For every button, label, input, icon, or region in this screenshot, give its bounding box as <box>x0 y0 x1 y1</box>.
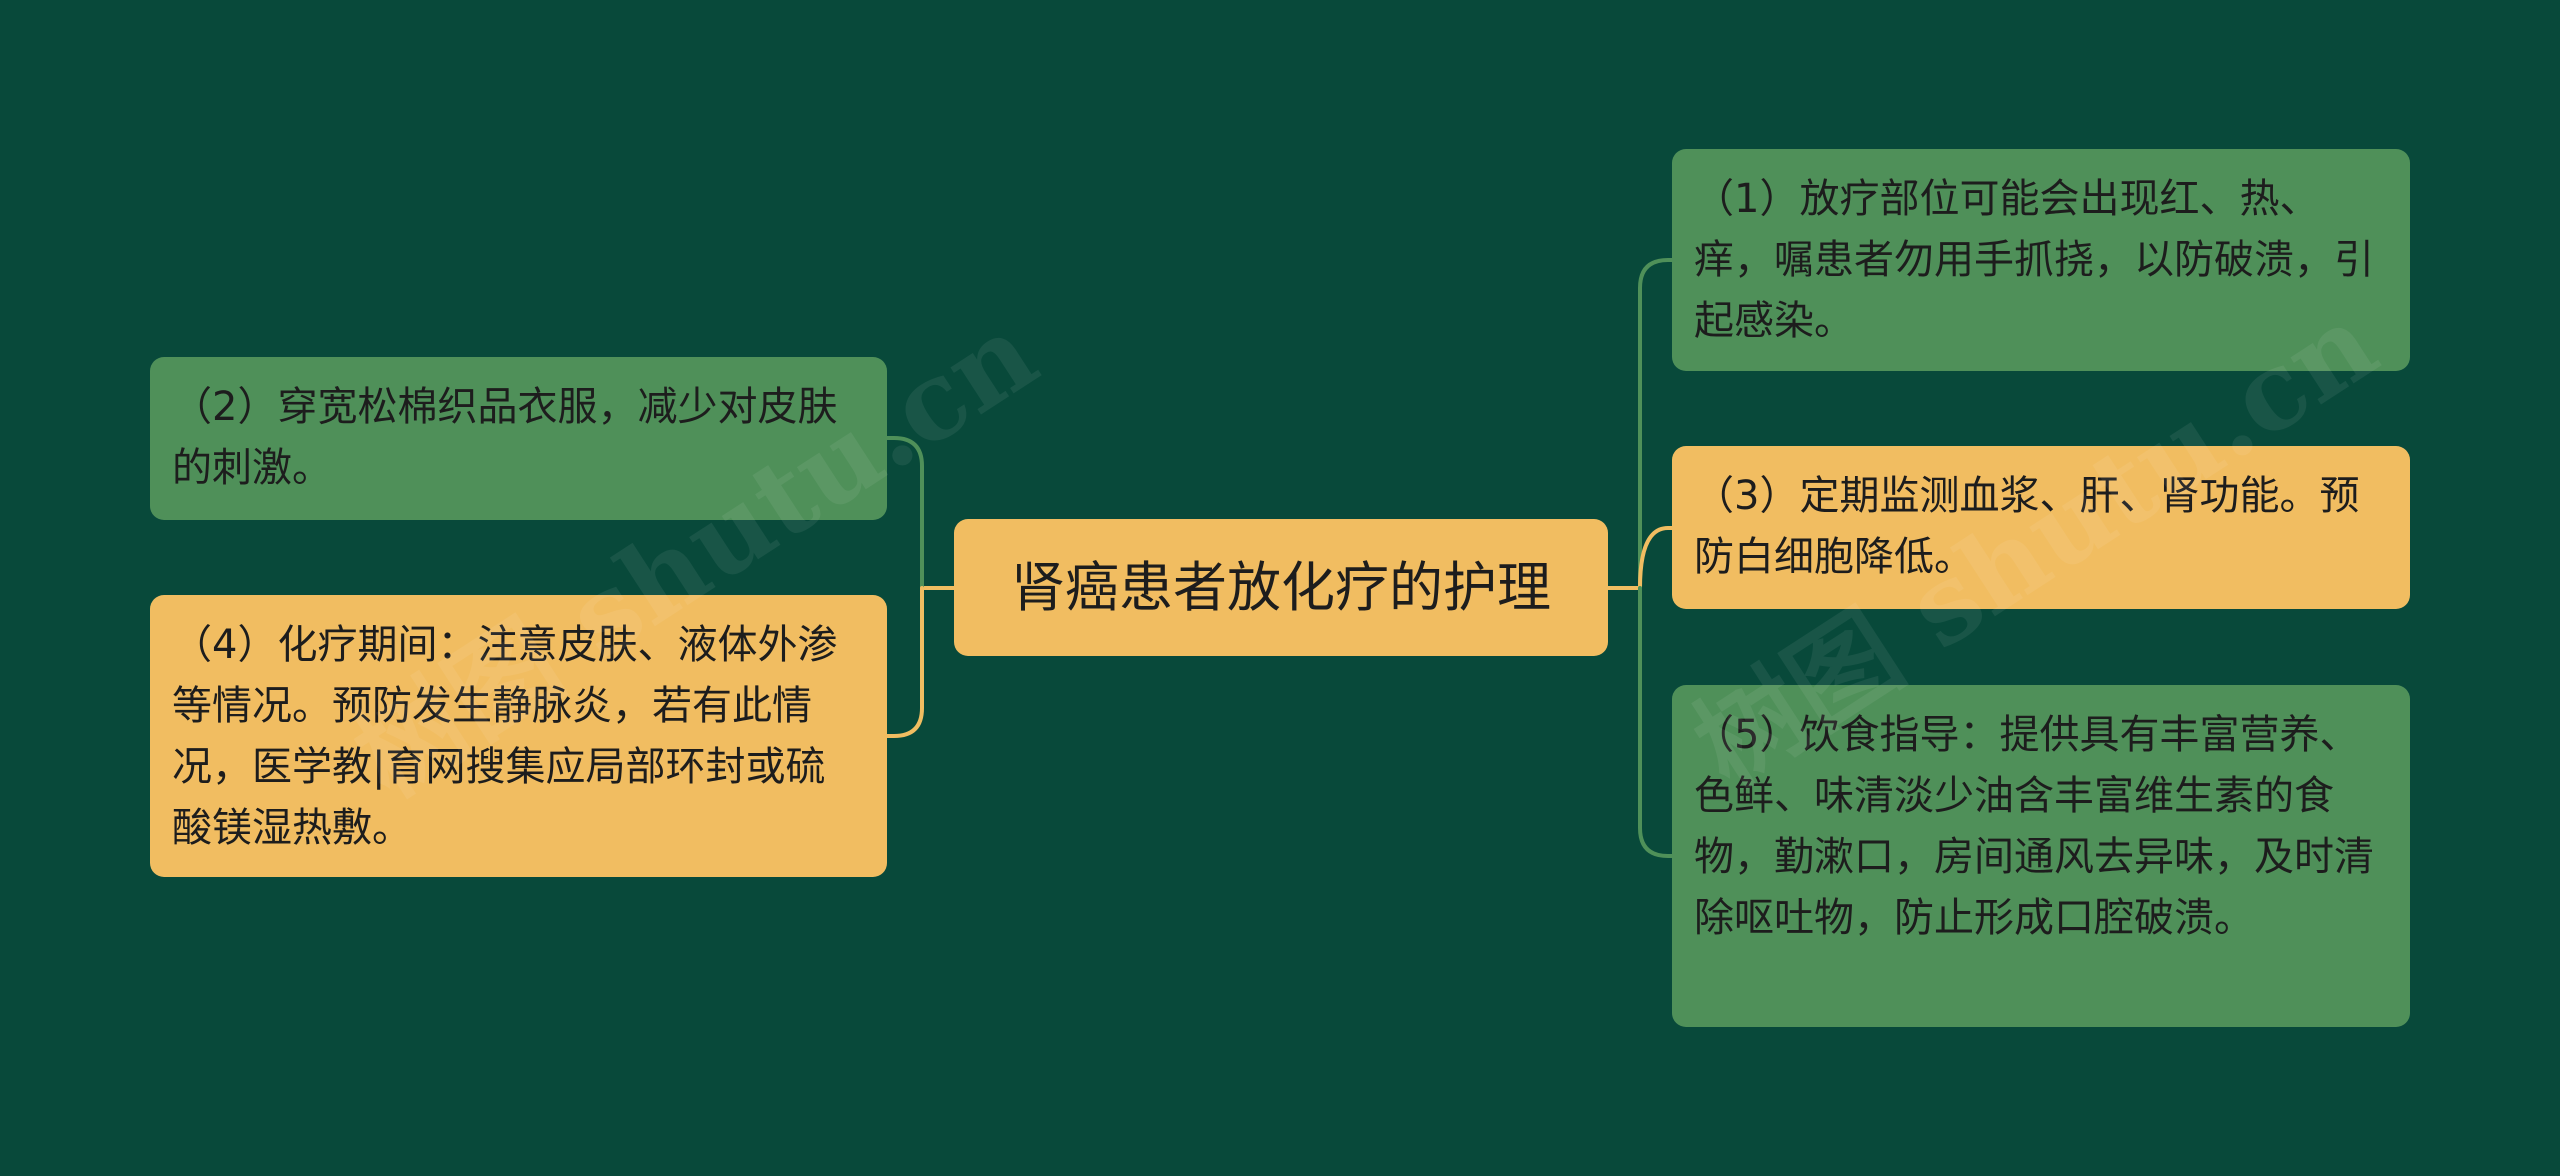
topic-node-diet-guidance[interactable]: （5）饮食指导：提供具有丰富营养、色鲜、味清淡少油含丰富维生素的食物，勤漱口，房… <box>1672 685 2410 1027</box>
topic-node-chemotherapy-period[interactable]: （4）化疗期间：注意皮肤、液体外渗等情况。预防发生静脉炎，若有此情况，医学教|育… <box>150 595 887 877</box>
topic-node-radiotherapy-skin[interactable]: （1）放疗部位可能会出现红、热、痒，嘱患者勿用手抓挠，以防破溃，引起感染。 <box>1672 149 2410 371</box>
connector-to-n1 <box>1638 258 1674 590</box>
root-topic-node[interactable]: 肾癌患者放化疗的护理 <box>954 519 1608 656</box>
root-topic-label: 肾癌患者放化疗的护理 <box>1011 556 1551 619</box>
topic-label: （1）放疗部位可能会出现红、热、痒，嘱患者勿用手抓挠，以防破溃，引起感染。 <box>1694 176 2374 344</box>
connector-to-n4 <box>885 586 924 738</box>
topic-node-monitoring[interactable]: （3）定期监测血浆、肝、肾功能。预防白细胞降低。 <box>1672 446 2410 609</box>
connector-to-n3 <box>1638 526 1674 590</box>
connector-to-n2 <box>885 436 924 590</box>
topic-label: （4）化疗期间：注意皮肤、液体外渗等情况。预防发生静脉炎，若有此情况，医学教|育… <box>172 622 838 851</box>
topic-label: （3）定期监测血浆、肝、肾功能。预防白细胞降低。 <box>1694 473 2360 580</box>
connector-to-n5 <box>1638 586 1674 858</box>
topic-node-clothing[interactable]: （2）穿宽松棉织品衣服，减少对皮肤的刺激。 <box>150 357 887 520</box>
topic-label: （2）穿宽松棉织品衣服，减少对皮肤的刺激。 <box>172 384 838 491</box>
topic-label: （5）饮食指导：提供具有丰富营养、色鲜、味清淡少油含丰富维生素的食物，勤漱口，房… <box>1694 712 2374 941</box>
